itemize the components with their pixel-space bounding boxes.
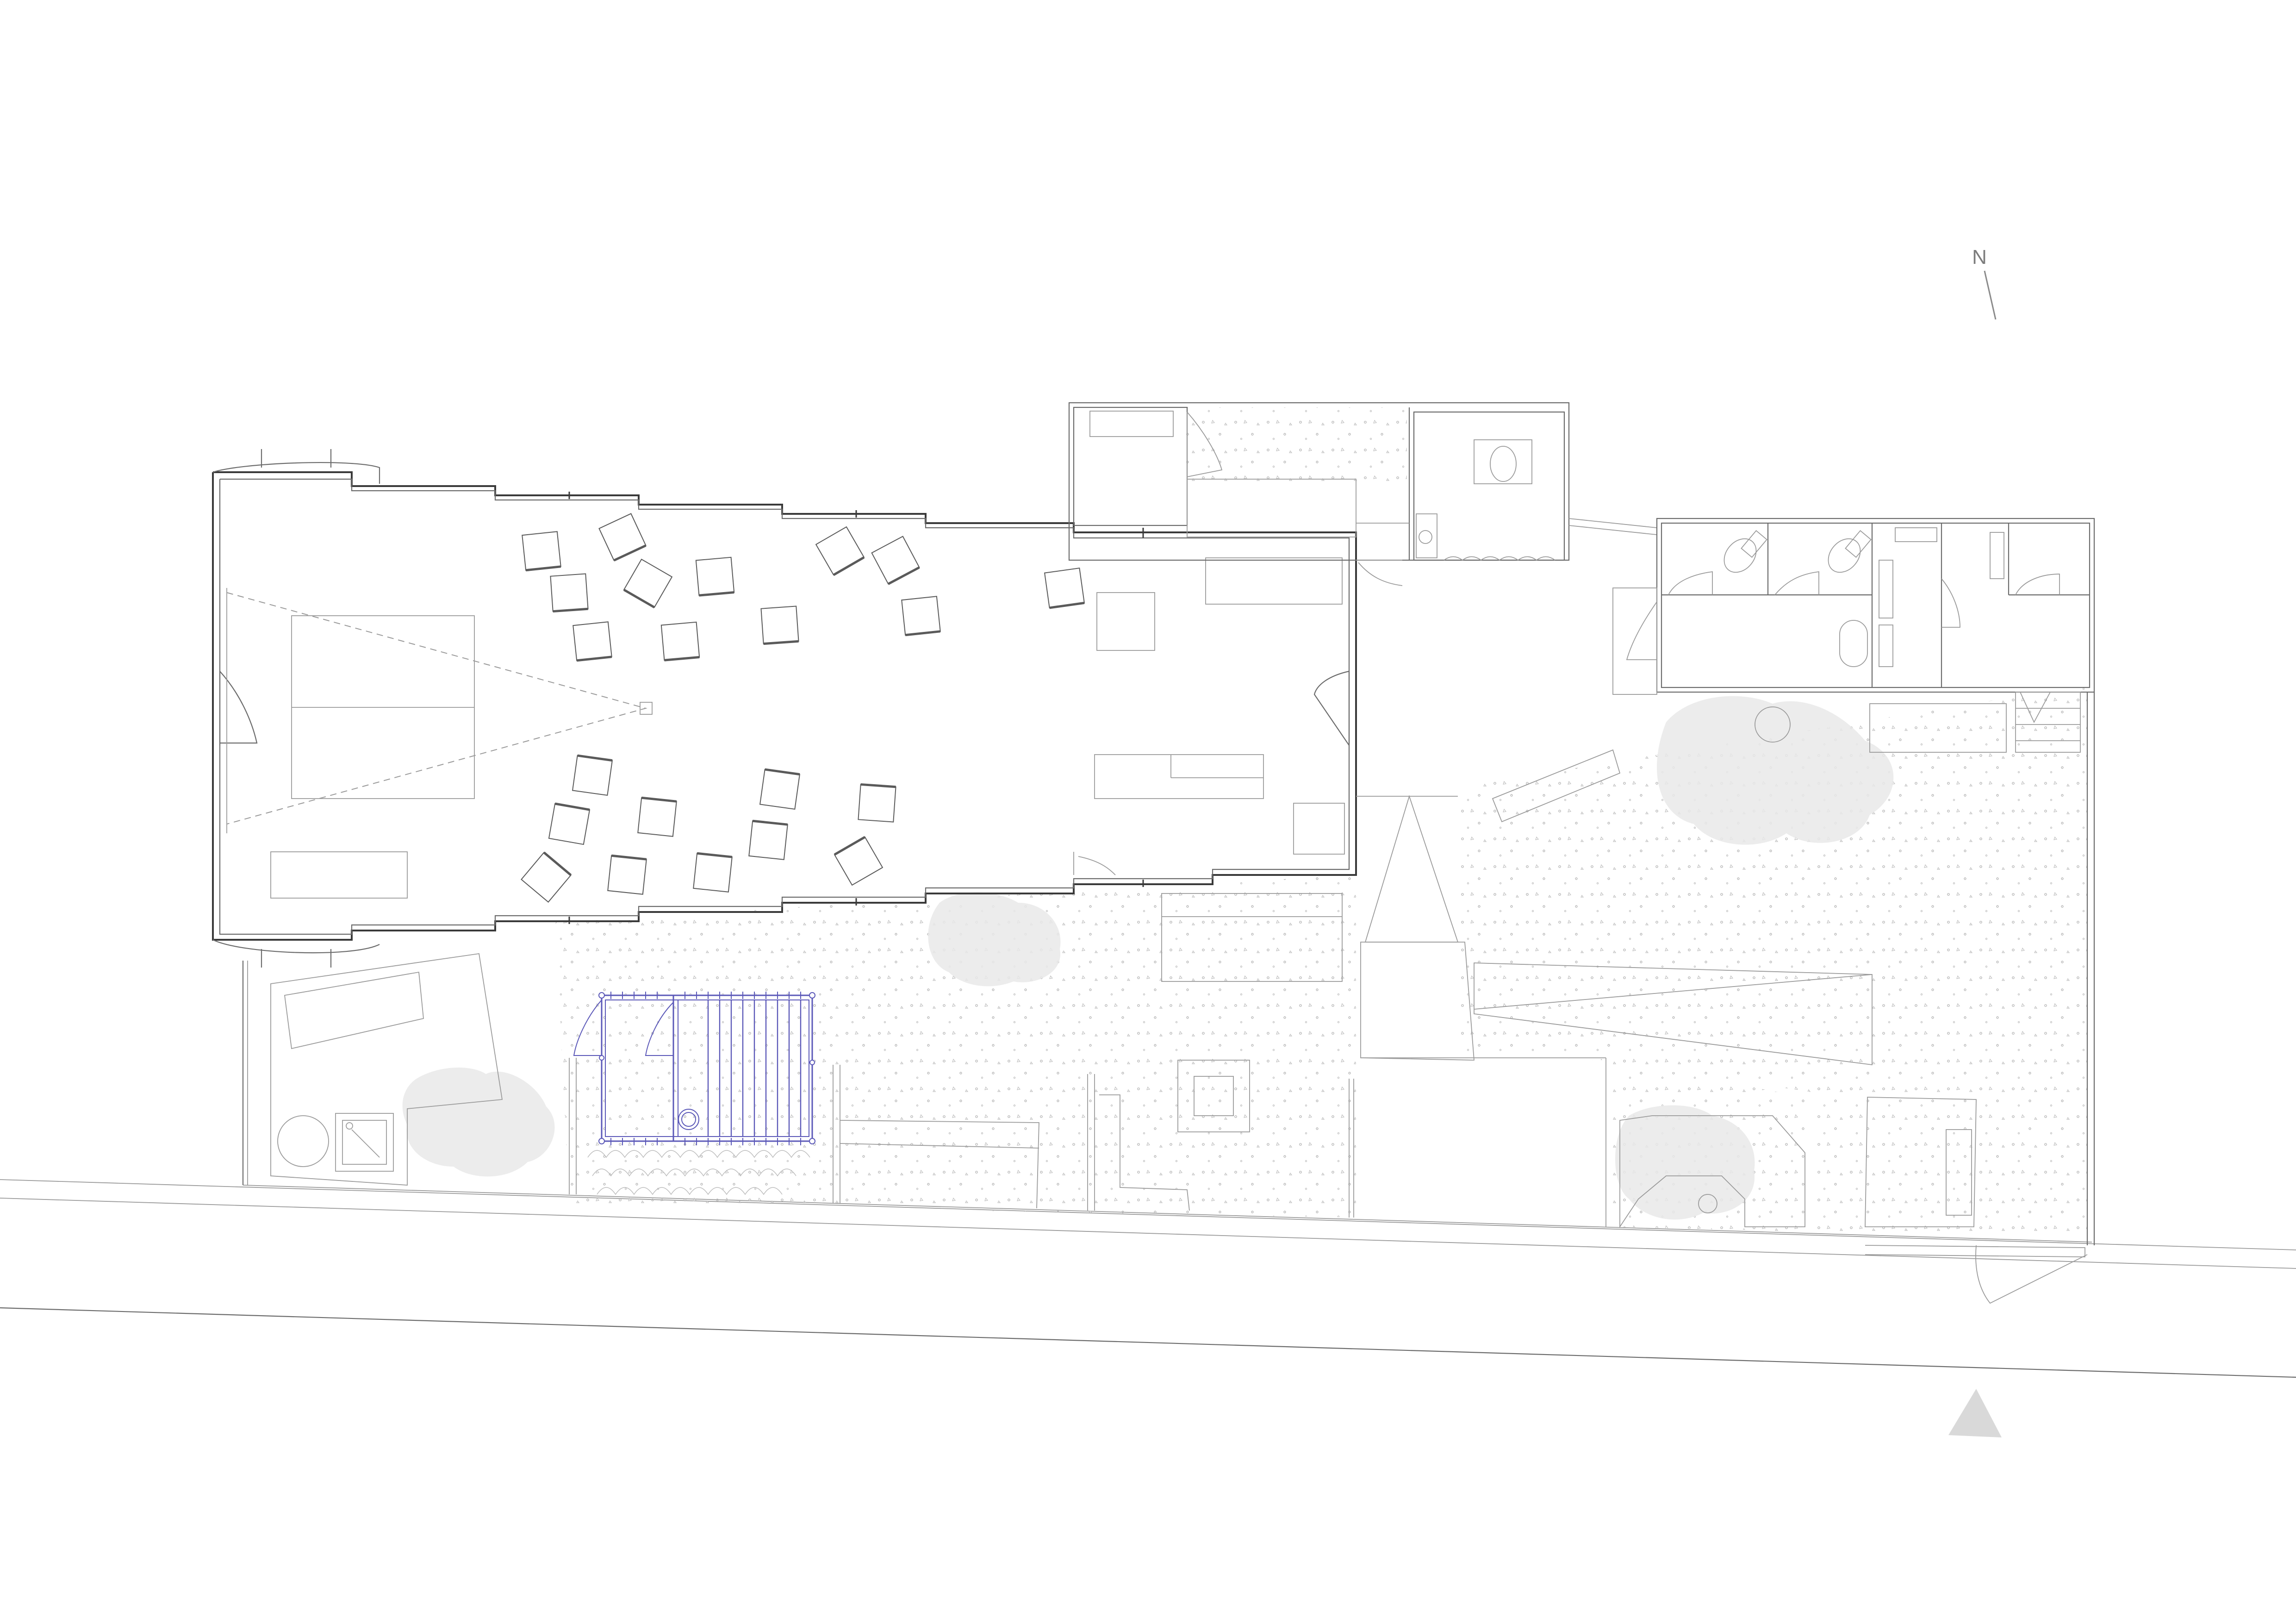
long-bench xyxy=(1161,893,1343,982)
ramp xyxy=(1364,795,1459,943)
steps xyxy=(2015,692,2081,753)
highlighted-pavilion xyxy=(573,992,815,1145)
side-door-swing xyxy=(1313,670,1350,746)
round-table xyxy=(277,1115,329,1167)
fire-pit xyxy=(1619,1115,1805,1228)
projector-sightline xyxy=(226,592,647,824)
main-hall xyxy=(212,449,1357,968)
seating-chairs xyxy=(521,513,1085,903)
toilet-icon xyxy=(1828,530,1872,573)
north-indicator: N xyxy=(1972,246,1997,320)
bay-window-top xyxy=(212,462,380,484)
section-marker-triangle-icon xyxy=(1948,1389,2002,1437)
pergola-beam xyxy=(1474,962,1873,1066)
tree-canopy xyxy=(1657,696,1894,845)
pavilion-slats xyxy=(707,1000,802,1137)
projector-icon xyxy=(640,702,653,715)
tree-canopy xyxy=(1615,1105,1755,1220)
bar-counter xyxy=(1094,754,1264,799)
wc-block xyxy=(1568,518,2095,695)
planter xyxy=(1869,703,2007,753)
courtyard-structures xyxy=(1349,692,2095,1304)
north-arrow-icon xyxy=(1984,270,1997,320)
street-edge-lines xyxy=(0,1179,2296,1378)
washbasin xyxy=(1474,439,1532,484)
hedge-foliage xyxy=(587,1150,810,1195)
top-annex xyxy=(1068,402,1570,586)
terrace-deck xyxy=(270,953,503,1186)
north-label: N xyxy=(1972,246,1987,269)
window-frames xyxy=(568,492,1144,924)
cabinet xyxy=(1293,803,1345,855)
cabinet xyxy=(1096,592,1155,651)
vegetation xyxy=(402,696,1894,1220)
pavilion-edge-ticks xyxy=(610,992,801,1145)
planter-box xyxy=(1177,1060,1250,1132)
entry-ramp xyxy=(1612,587,1657,695)
sink xyxy=(1839,620,1868,667)
counter xyxy=(1205,557,1343,605)
gate-swing xyxy=(1975,1245,2088,1304)
left-courtyard xyxy=(242,893,1343,1211)
tree-canopy xyxy=(928,892,1061,987)
angled-bench xyxy=(1492,749,1621,823)
tree-canopy xyxy=(402,1068,555,1177)
toilet-icon xyxy=(1724,530,1767,573)
bench xyxy=(270,851,408,899)
entrance-door-swing xyxy=(219,671,258,745)
stove-icon xyxy=(678,1109,699,1130)
kiosk xyxy=(1865,1097,1977,1227)
pavilion-door-swing xyxy=(573,999,602,1056)
daybed xyxy=(284,971,424,1049)
bay-window-bottom xyxy=(212,939,380,954)
tree-trunk xyxy=(1755,706,1791,743)
